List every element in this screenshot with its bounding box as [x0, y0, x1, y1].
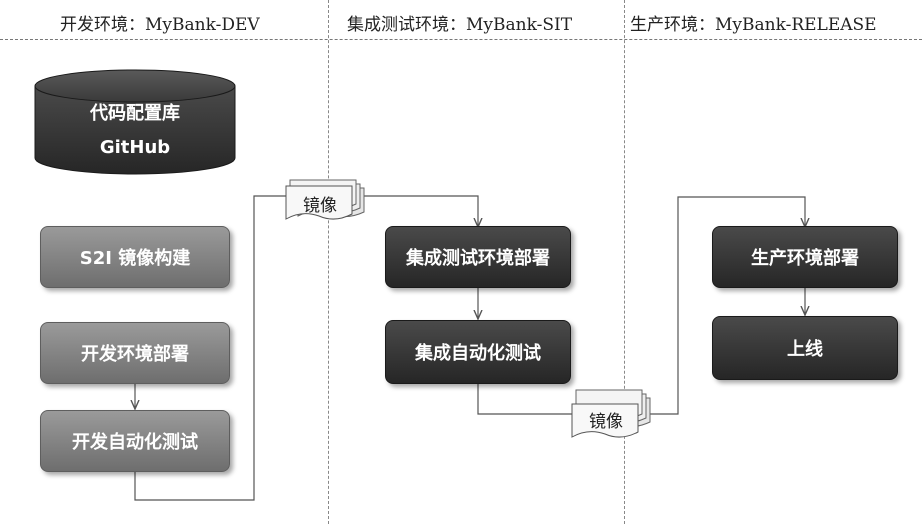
column-divider-1 [328, 0, 329, 524]
repository-cylinder [34, 69, 236, 175]
connector-image2-to-release [638, 196, 805, 415]
header-dev: 开发环境：MyBank-DEV [60, 15, 260, 35]
step-s2i-build: S2I 镜像构建 [40, 226, 230, 288]
header-divider [0, 39, 922, 40]
step-go-live: 上线 [712, 316, 898, 380]
image-stack-icon-1 [285, 179, 365, 220]
connector-image1-to-sit [360, 195, 478, 226]
step-dev-auto-test: 开发自动化测试 [40, 410, 230, 472]
image-label-1: 镜像 [303, 196, 337, 216]
header-sit: 集成测试环境：MyBank-SIT [347, 15, 573, 35]
connector-dev-to-image1 [134, 195, 300, 501]
repository-host: GitHub [99, 137, 171, 158]
step-sit-deploy: 集成测试环境部署 [385, 226, 571, 288]
step-dev-deploy: 开发环境部署 [40, 322, 230, 384]
header-release: 生产环境：MyBank-RELEASE [630, 15, 877, 35]
image-label-2: 镜像 [589, 412, 623, 432]
step-sit-auto-test: 集成自动化测试 [385, 320, 571, 384]
step-release-deploy: 生产环境部署 [712, 226, 898, 288]
column-divider-2 [624, 0, 625, 524]
image-stack-icon-2 [571, 389, 651, 438]
repository-label: 代码配置库 GitHub [35, 97, 235, 165]
repository-name: 代码配置库 [90, 103, 180, 124]
connector-sit-to-image2 [477, 384, 576, 415]
